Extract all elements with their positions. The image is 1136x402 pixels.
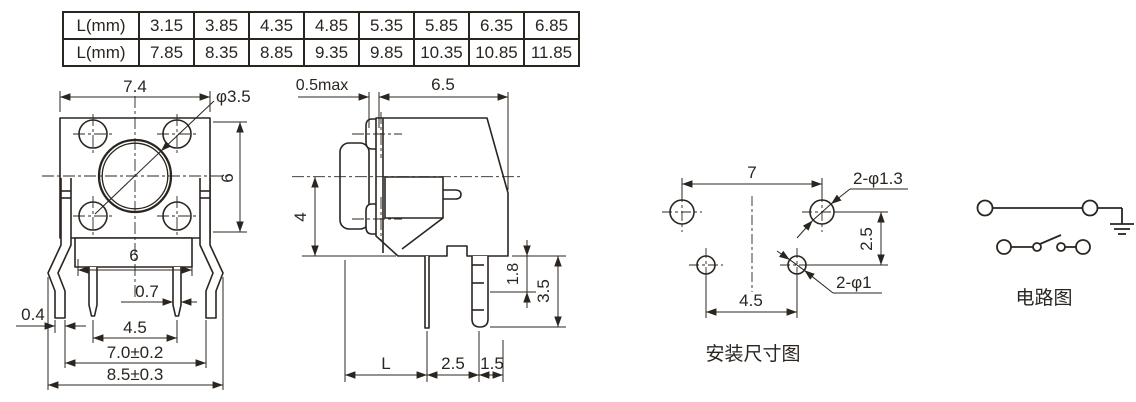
left-pin [88, 267, 98, 317]
dim-label-leg-length: 3.5 [534, 279, 553, 303]
dim-label-tip-span: 4.5 [123, 318, 147, 337]
table-row: L(mm) 7.85 8.35 8.85 9.35 9.85 10.35 10.… [62, 38, 580, 67]
dim-label-hole-span: 7.0±0.2 [107, 343, 164, 362]
dim-front-height [213, 121, 247, 233]
table-cell: 5.35 [358, 11, 415, 40]
actuator-button [339, 142, 370, 230]
dim-label-hole-span: 7 [747, 163, 756, 182]
dim-hole-span [681, 178, 823, 198]
dim-label-small-holes: 2-φ1 [836, 273, 872, 292]
dim-label-leg-width: 0.4 [21, 305, 45, 324]
side-view-drawing: 0.5max 6.5 4 1.8 3.5 L 2.5 1.5 [291, 75, 566, 382]
table-cell: 8.85 [248, 38, 305, 67]
table-row: L(mm) 3.15 3.85 4.35 4.85 5.35 5.85 6.35… [62, 11, 580, 40]
dim-leg-length [490, 255, 566, 328]
lower-bump [365, 203, 377, 235]
dim-front-width [59, 91, 211, 112]
table-row-label: L(mm) [62, 38, 140, 67]
body-chamfer-line [401, 217, 444, 250]
table-cell: 4.35 [248, 11, 305, 40]
dim-depth [379, 92, 509, 190]
dim-pin-row [77, 259, 193, 276]
right-pin [172, 267, 182, 317]
dim-label-front-width: 7.4 [123, 77, 147, 96]
dim-label-pitch: 2.5 [441, 354, 465, 373]
left-leg [47, 178, 72, 319]
table-cell: 6.85 [523, 11, 580, 40]
dim-label-front-height: 6 [218, 173, 237, 182]
table-cell: 9.35 [303, 38, 360, 67]
dim-side-height [302, 177, 396, 257]
table-cell: 6.35 [468, 11, 525, 40]
dim-label-knob: φ3.5 [216, 87, 251, 106]
dim-label-row-gap: 2.5 [857, 227, 876, 251]
table-cell: 3.15 [138, 11, 195, 40]
dim-label-slot: 1.8 [505, 263, 522, 285]
right-leg [199, 178, 224, 319]
centerlines [292, 112, 520, 241]
dim-row-gap [808, 211, 888, 266]
bent-leg-side [471, 256, 489, 328]
circuit-diagram: 电路图 [976, 199, 1134, 309]
dim-small-span [705, 276, 798, 318]
dim-knob-leader [94, 100, 215, 215]
dim-label-depth: 6.5 [431, 75, 455, 94]
dim-bottom-row [344, 260, 504, 382]
dim-tip-span [92, 320, 178, 343]
dim-label-edge: 1.5 [480, 354, 504, 373]
terminal-circle [1081, 199, 1099, 217]
table-cell: 9.85 [358, 38, 415, 67]
dim-label-L: L [381, 354, 390, 373]
dim-label-pin-width: 0.7 [135, 282, 159, 301]
dim-slot [490, 240, 536, 308]
thin-pin-side [424, 256, 430, 329]
dim-label-big-holes: 2-φ1.3 [853, 169, 903, 188]
terminal-circle [976, 199, 994, 217]
dim-label-pin-row: 6 [129, 246, 138, 265]
table-cell: 4.85 [303, 11, 360, 40]
switch-body-front [59, 117, 211, 239]
table-cell: 10.85 [468, 38, 525, 67]
dim-hole-span [64, 320, 207, 368]
front-view-drawing: 7.4 φ3.5 6 6 0.7 4.5 0.4 7.0±0.2 8.5±0.3 [16, 77, 251, 390]
table-cell: 3.85 [193, 11, 250, 40]
leader-small-holes [776, 250, 882, 294]
contact-nub [443, 189, 462, 200]
dim-label-overall: 8.5±0.3 [107, 365, 164, 384]
mounting-caption: 安装尺寸图 [705, 343, 800, 365]
mounting-layout-drawing: 7 2-φ1.3 2.5 2-φ1 4.5 安装尺寸图 [662, 163, 908, 365]
dim-label-side-height: 4 [291, 212, 310, 221]
table-cell: 5.85 [413, 11, 470, 40]
circuit-caption: 电路图 [1015, 287, 1072, 309]
table-cell: 10.35 [413, 38, 470, 67]
dim-label-top-gap: 0.5max [296, 77, 348, 94]
ground-icon [1110, 223, 1134, 235]
table-cell: 8.35 [193, 38, 250, 67]
dim-label-small-span: 4.5 [739, 291, 763, 310]
table-cell: 11.85 [523, 38, 580, 67]
table-row-label: L(mm) [62, 11, 140, 40]
dim-overall-span [47, 277, 224, 390]
centerlines [42, 96, 232, 300]
table-cell: 7.85 [138, 38, 195, 67]
switch-contact-icon [996, 234, 1091, 255]
length-table: L(mm) 3.15 3.85 4.35 4.85 5.35 5.85 6.35… [62, 11, 580, 67]
leader-big-holes [796, 188, 908, 239]
centerlines [662, 192, 842, 292]
switch-body-side [375, 117, 509, 257]
